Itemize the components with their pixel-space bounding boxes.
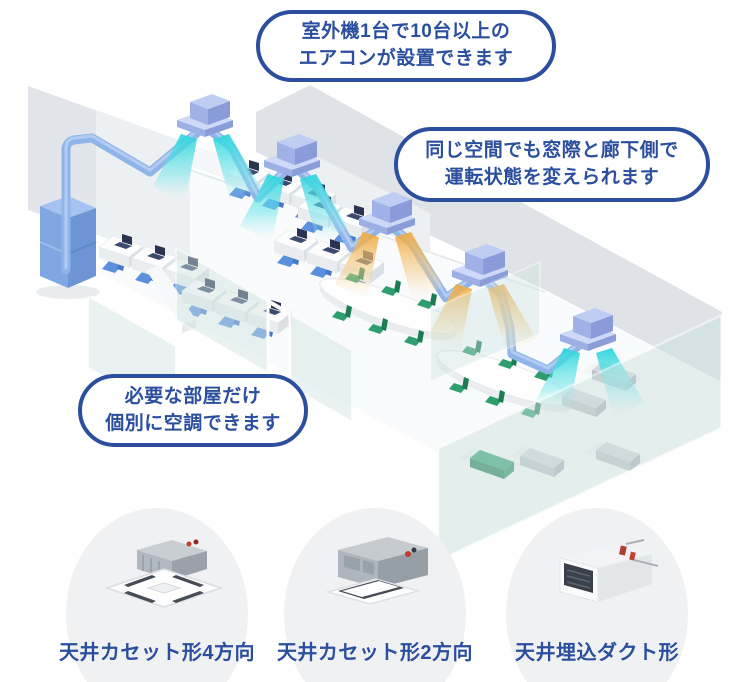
outdoor-unit — [36, 196, 100, 299]
callout-individual-control: 必要な部屋だけ 個別に空調できます — [78, 374, 308, 447]
callout-outdoor-capacity: 室外機1台で10台以上の エアコンが設置できます — [256, 10, 556, 82]
callout-text-line: 個別に空調できます — [105, 412, 281, 434]
low-cabinet — [146, 265, 196, 333]
product-ceiling-duct: 天井埋込ダクト形 — [506, 508, 688, 682]
callout-text-line: 運転状態を変えられます — [444, 166, 660, 188]
callout-text-line: エアコンが設置できます — [298, 48, 514, 69]
product-label: 天井埋込ダクト形 — [515, 642, 679, 664]
ceiling-cassette-4way-icon — [104, 539, 224, 608]
product-label: 天井カセット形4方向 — [58, 642, 256, 664]
callout-zone-control: 同じ空間でも窓際と廊下側で 運転状態を変えられます — [394, 127, 710, 202]
product-ceiling-cassette-2way: 天井カセット形2方向 — [277, 508, 473, 682]
product-ceiling-cassette-4way: 天井カセット形4方向 — [59, 508, 255, 682]
ceiling-duct-icon — [559, 539, 659, 603]
glass-partitions — [87, 246, 724, 563]
product-label: 天井カセット形2方向 — [276, 642, 474, 664]
callout-text-line: 必要な部屋だけ — [124, 385, 262, 407]
callout-text-line: 室外機1台で10台以上の — [301, 21, 511, 43]
callout-text-line: 同じ空間でも窓際と廊下側で — [425, 139, 679, 161]
ceiling-cassette-2way-icon — [325, 537, 428, 605]
indoor-unit-1 — [177, 94, 233, 137]
